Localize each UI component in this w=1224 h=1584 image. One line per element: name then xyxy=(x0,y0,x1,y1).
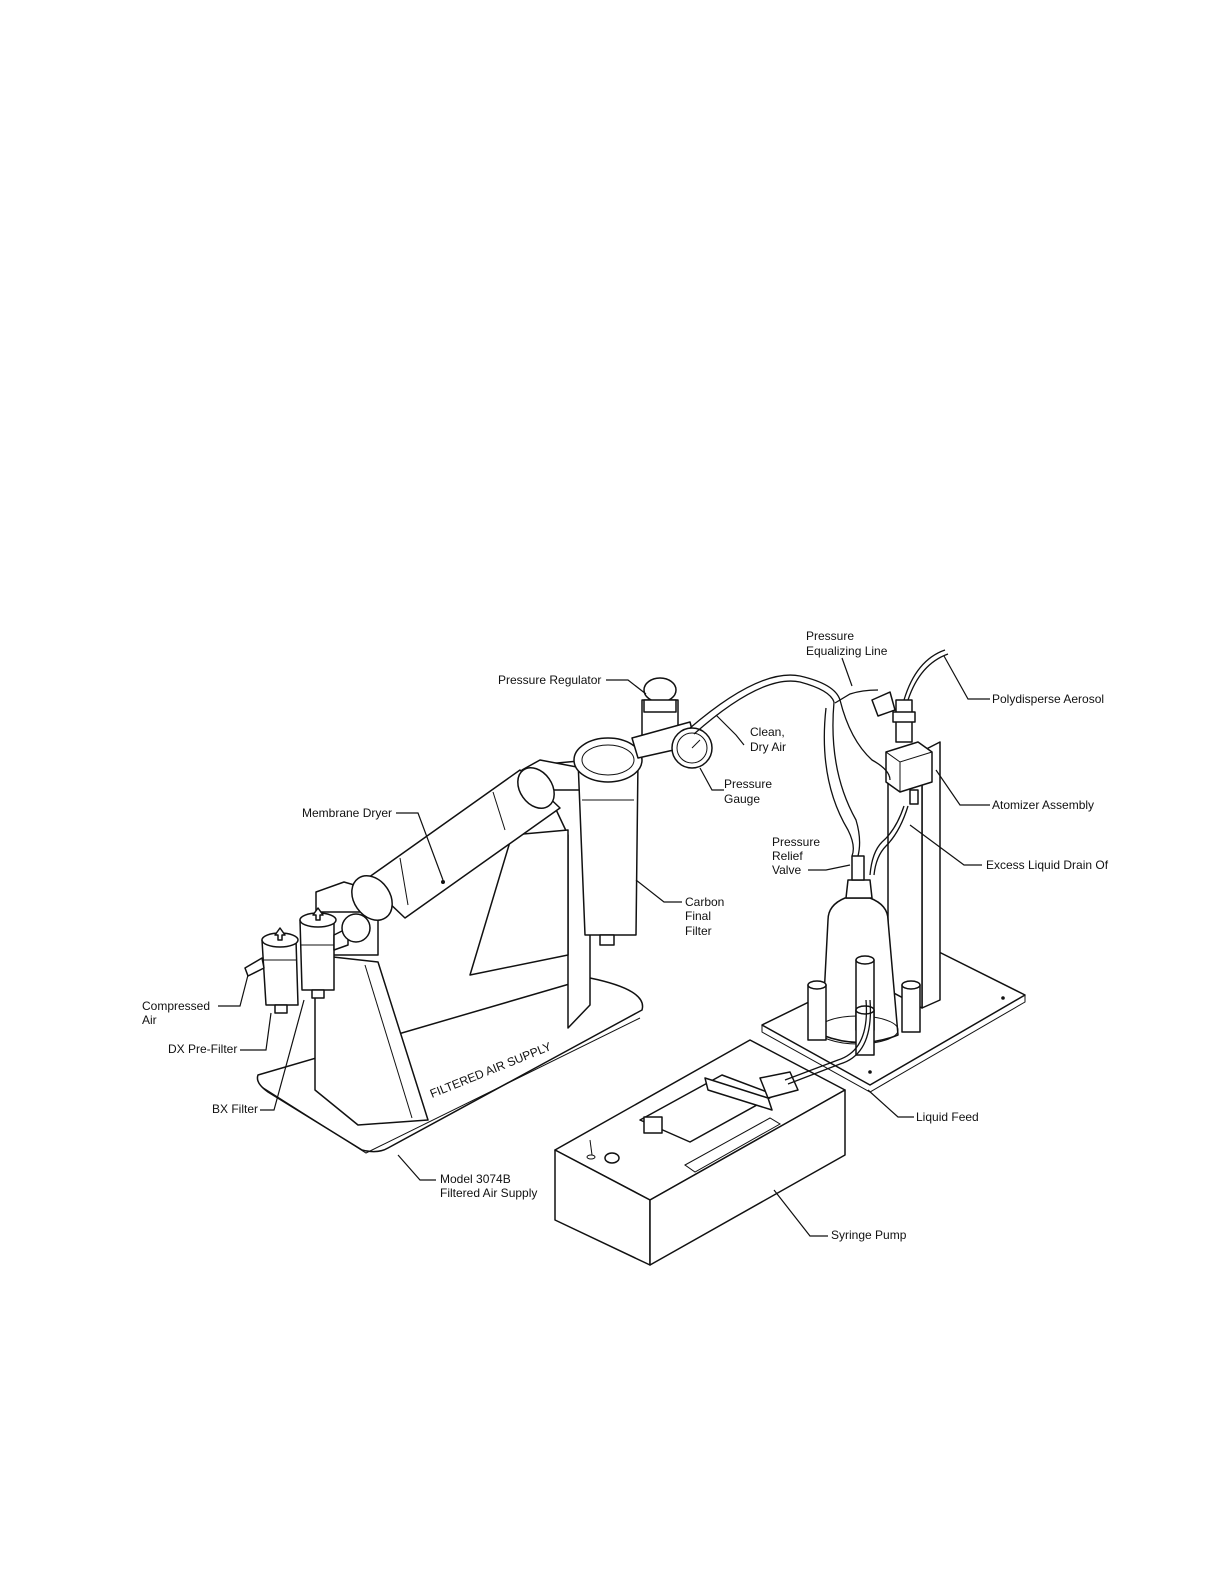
leader-dx-pre-filter xyxy=(240,1012,272,1051)
leader-liquid-feed xyxy=(867,1089,914,1118)
filtered-air-supply-assembly: FILTERED AIR SUPPLY xyxy=(244,759,644,1154)
label-pressure-regulator: Pressure Regulator xyxy=(498,673,601,687)
leader-model-3074b xyxy=(397,1154,436,1181)
leader-pressure-regulator xyxy=(606,679,647,695)
label-membrane-dryer: Membrane Dryer xyxy=(302,806,392,820)
leader-clean-dry-air xyxy=(715,714,745,746)
label-dx-pre-filter: DX Pre-Filter xyxy=(168,1042,237,1056)
leader-carbon-final-filter xyxy=(635,879,682,903)
label-excess-liquid-drain: Excess Liquid Drain Of xyxy=(986,858,1109,872)
leader-compressed-air xyxy=(218,974,249,1007)
label-polydisperse-aerosol: Polydisperse Aerosol xyxy=(992,692,1104,706)
label-carbon-final-filter-1: Carbon xyxy=(685,895,724,909)
label-model-2: Filtered Air Supply xyxy=(440,1186,537,1200)
syringe-pump xyxy=(554,1039,846,1266)
label-pressure-relief-valve-1: Pressure xyxy=(772,835,820,849)
carbon-final-filter xyxy=(573,737,643,946)
label-pressure-gauge-2: Gauge xyxy=(724,792,760,806)
label-pressure-gauge-1: Pressure xyxy=(724,777,772,791)
pressure-gauge xyxy=(671,727,713,769)
leader-bx-filter xyxy=(260,999,305,1111)
label-pressure-equalizing-line-2: Equalizing Line xyxy=(806,644,888,658)
leader-membrane-dryer xyxy=(396,812,444,881)
label-clean-dry-air-2: Dry Air xyxy=(750,740,786,754)
label-syringe-pump: Syringe Pump xyxy=(831,1228,907,1242)
dx-pre-filter xyxy=(261,927,299,1014)
leader-pressure-relief-valve xyxy=(808,864,851,871)
leader-pressure-gauge xyxy=(699,767,724,791)
label-pressure-relief-valve-3: Valve xyxy=(772,863,801,877)
leader-lines xyxy=(218,655,990,1237)
leader-atomizer-assembly xyxy=(935,769,990,806)
label-liquid-feed: Liquid Feed xyxy=(916,1110,979,1124)
leader-polydisperse-aerosol xyxy=(943,655,990,700)
label-clean-dry-air-1: Clean, xyxy=(750,725,785,739)
label-compressed-air-2: Air xyxy=(142,1013,157,1027)
leader-pressure-equalizing-line xyxy=(841,657,853,687)
bx-filter xyxy=(299,907,337,999)
label-atomizer-assembly: Atomizer Assembly xyxy=(992,798,1094,812)
label-carbon-final-filter-3: Filter xyxy=(685,924,712,938)
label-carbon-final-filter-2: Final xyxy=(685,909,711,923)
labels: Pressure Regulator Pressure Equalizing L… xyxy=(142,629,1109,1242)
tubing xyxy=(689,649,949,1085)
label-compressed-air-1: Compressed xyxy=(142,999,210,1013)
label-pressure-relief-valve-2: Relief xyxy=(772,849,803,863)
leader-syringe-pump xyxy=(773,1189,828,1237)
label-pressure-equalizing-line-1: Pressure xyxy=(806,629,854,643)
leader-excess-liquid-drain xyxy=(909,824,982,866)
label-bx-filter: BX Filter xyxy=(212,1102,258,1116)
label-model-1: Model 3074B xyxy=(440,1172,511,1186)
